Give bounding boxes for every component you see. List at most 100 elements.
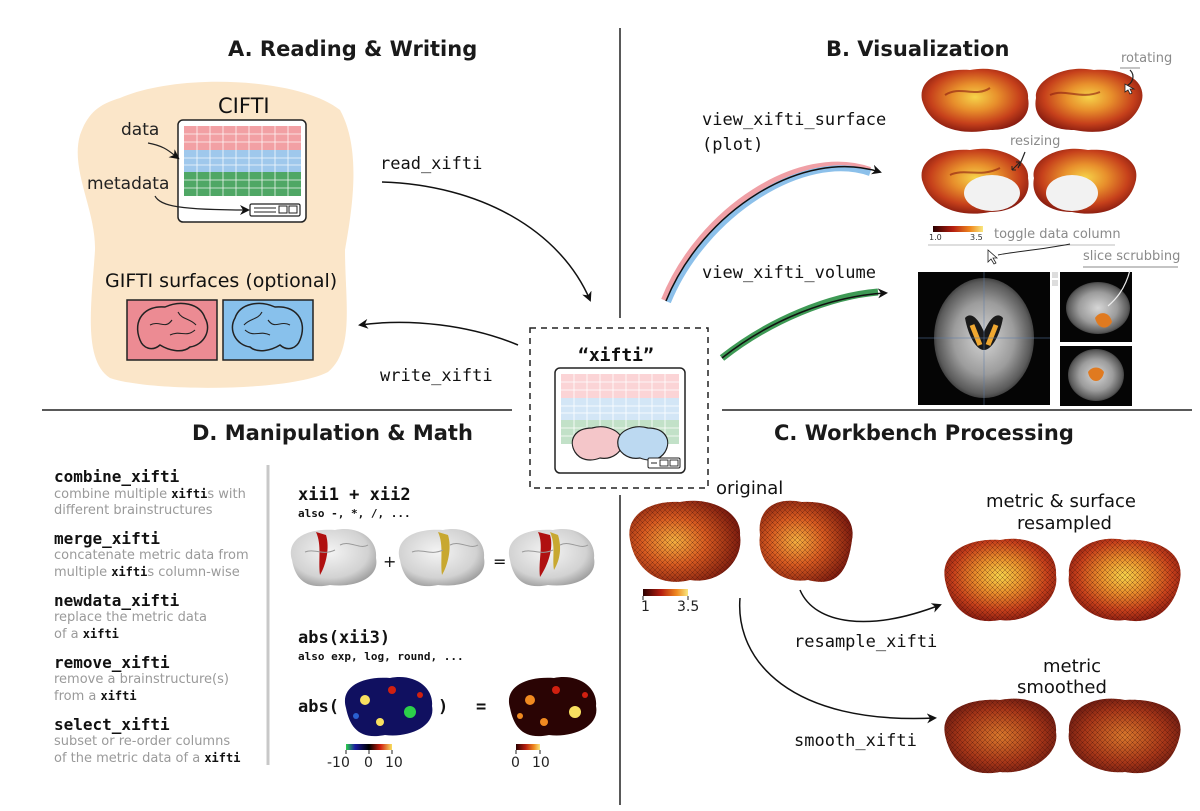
abs-note: also exp, log, round, ... [298,650,464,663]
abs-output-brain [508,677,597,737]
resample-xifti-label: resample_xifti [794,632,938,652]
original-brains [629,500,853,582]
function-desc-line2: of the metric data of a xifti [54,751,241,766]
resampled-brains [944,538,1181,622]
resampled-label-line2: resampled [1017,513,1112,534]
xifti-label: “xifti” [578,345,654,366]
abs-output-scale-max: 10 [532,755,550,771]
panel-a-title: A. Reading & Writing [228,37,478,61]
sum-brain-1 [290,529,377,587]
function-item: combine_xifti combine multiple xiftis wi… [54,467,249,529]
resizing-annotation: resizing [1010,134,1061,149]
function-desc-line2: from a xifti [54,689,137,704]
metadata-pointer-arrow [154,195,250,215]
abs-close: ) [438,697,449,717]
function-desc-line2: different brainstructures [54,503,213,518]
function-item: merge_xifti concatenate metric data from… [54,529,249,591]
read-arrow [381,181,592,302]
sum-note: also -, *, /, ... [298,507,411,520]
function-desc: replace the metric data [54,610,207,625]
function-desc-line2: multiple xiftis column-wise [54,565,240,580]
view-surface-note: (plot) [702,135,764,155]
function-desc: combine multiple xiftis with [54,487,246,502]
viz-colorbar-max: 3.5 [970,233,983,242]
abs-input-colorbar [346,744,392,750]
viz-volume-views [918,272,1132,406]
function-name: select_xifti [54,715,170,734]
sum-brain-2 [398,529,485,587]
surface-arrow [665,164,882,302]
slice-pointer [1107,269,1131,307]
workbench-colorbar [643,589,688,596]
abs-input-scale-min: -10 [327,755,350,771]
smoothed-brains [944,698,1181,774]
function-desc: subset or re-order columns [54,734,231,749]
function-name: merge_xifti [54,529,160,548]
abs-input-brain [344,677,433,737]
function-item: newdata_xifti replace the metric data of… [54,591,249,653]
surface-arrow-red [661,161,872,302]
read-xifti-label: read_xifti [380,154,483,174]
panel-c-title: C. Workbench Processing [774,421,1074,445]
surface-arrow-blue [665,165,871,304]
smooth-arrow [738,597,937,724]
function-item: remove_xifti remove a brainstructure(s) … [54,653,249,715]
toggle-annotation: toggle data column [994,227,1121,242]
viz-surface-brains [921,68,1143,214]
function-desc: concatenate metric data from [54,548,249,563]
resampled-label-line1: metric & surface [986,491,1136,512]
cifti-data-grid [184,126,301,196]
cifti-file-icon [177,119,307,223]
resample-arrow [799,589,942,623]
gifti-left-surface-icon [126,299,218,361]
volume-arrow [721,288,888,359]
data-label: data [121,120,160,140]
view-surface-label: view_xifti_surface [702,110,887,130]
abs-open: abs( [298,697,339,717]
workbench-colorbar-min: 1 [641,599,650,615]
smooth-xifti-label: smooth_xifti [794,731,917,751]
sum-expression: xii1 + xii2 [298,485,411,505]
view-volume-label: view_xifti_volume [702,263,876,283]
panel-b-title: B. Visualization [826,37,1010,61]
abs-output-colorbar [516,744,540,750]
gifti-label: GIFTI surfaces (optional) [105,270,338,292]
resizing-pointer [1017,151,1026,169]
gifti-right-surface-icon [222,299,314,361]
xifti-object-icon [554,367,686,474]
data-pointer-arrow [147,142,180,160]
abs-input-scale-max: 10 [385,755,403,771]
function-desc-line2: of a xifti [54,627,119,642]
smoothed-label-line2: smoothed [1017,677,1107,698]
resize-cursor-icon [1011,161,1021,171]
sum-brain-result [508,529,595,587]
write-arrow [358,318,519,346]
rotating-hand-icon [1124,83,1136,95]
function-name: combine_xifti [54,467,180,486]
cifti-title: CIFTI [218,94,270,118]
pointer-cursor-icon [987,249,999,265]
original-label: original [716,478,784,499]
function-name: remove_xifti [54,653,170,672]
viz-colorbar-min: 1.0 [929,233,942,242]
function-name: newdata_xifti [54,591,180,610]
plus-sign: + [383,552,397,571]
function-list: combine_xifti combine multiple xiftis wi… [54,467,249,777]
abs-expression: abs(xii3) [298,628,391,648]
rotating-annotation: rotating [1121,51,1173,66]
volume-arrow-green [719,288,879,361]
function-desc: remove a brainstructure(s) [54,672,229,687]
cifti-metadata-box [249,203,301,217]
function-item: select_xifti subset or re-order columns … [54,715,249,777]
equals-sign: = [493,552,507,571]
toggle-pointer [997,243,1071,256]
abs-output-scale-min: 0 [511,755,520,771]
metadata-label: metadata [87,174,170,194]
smoothed-label-line1: metric [1043,656,1101,677]
workbench-colorbar-max: 3.5 [677,599,700,615]
slice-annotation: slice scrubbing [1083,249,1181,264]
abs-equals: = [476,697,487,717]
write-xifti-label: write_xifti [380,366,493,386]
abs-input-scale-mid: 0 [364,755,373,771]
